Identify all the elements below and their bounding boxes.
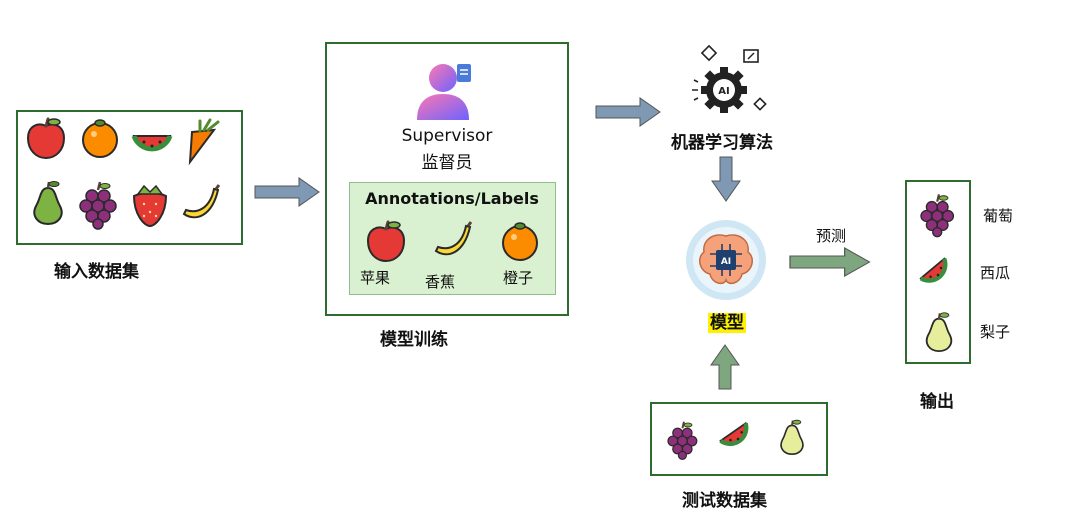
model-label: 模型 xyxy=(708,308,746,333)
annotations-title: Annotations/Labels xyxy=(365,189,539,208)
orange-icon xyxy=(502,222,538,261)
strawberry-icon xyxy=(133,185,167,227)
banana-icon xyxy=(434,220,473,256)
output-box xyxy=(905,180,971,364)
apple-icon xyxy=(366,220,406,263)
model-label-text: 模型 xyxy=(708,313,746,333)
arrow-to-output xyxy=(789,247,871,277)
supervisor-title-en: Supervisor xyxy=(401,126,493,146)
annotations-box: Annotations/Labels 苹果 香蕉 橙子 xyxy=(349,182,556,295)
annotation-label-apple: 苹果 xyxy=(360,269,391,287)
arrow-to-model xyxy=(711,156,741,202)
supervisor-title-zh: 监督员 xyxy=(421,153,473,173)
test-dataset-label: 测试数据集 xyxy=(682,491,767,511)
output-label: 输出 xyxy=(920,392,954,412)
supervisor-icon xyxy=(417,64,471,120)
ai-gear-chip: AI xyxy=(718,86,729,97)
arrow-to-algorithm xyxy=(595,97,661,127)
predict-label: 预测 xyxy=(816,227,847,245)
apple-icon xyxy=(26,117,66,160)
training-label: 模型训练 xyxy=(380,330,448,350)
watermelon-icon xyxy=(919,258,957,292)
banana-icon xyxy=(182,183,221,219)
grapes-icon xyxy=(919,193,955,238)
pear-icon xyxy=(33,180,63,226)
annotation-label-orange: 橙子 xyxy=(503,269,534,287)
arrow-from-test xyxy=(710,344,740,390)
ai-gear-icon: AI xyxy=(692,44,767,113)
grapes-icon xyxy=(78,180,118,231)
orange-icon xyxy=(82,119,118,158)
input-dataset-label: 输入数据集 xyxy=(54,262,139,282)
carrot-icon xyxy=(188,118,220,164)
watermelon-icon xyxy=(132,126,176,174)
output-label-pear: 梨子 xyxy=(980,323,1011,341)
algorithm-label: 机器学习算法 xyxy=(671,133,773,153)
test-dataset-box xyxy=(650,402,828,476)
output-label-watermelon: 西瓜 xyxy=(980,264,1011,282)
pear-icon xyxy=(925,311,953,353)
grapes-icon xyxy=(667,420,698,461)
watermelon-icon xyxy=(720,422,756,456)
model-chip: AI xyxy=(721,257,731,267)
input-dataset-box xyxy=(16,110,243,245)
arrow-to-training xyxy=(254,177,320,207)
brain-model-icon: AI xyxy=(686,220,766,300)
output-label-grapes: 葡萄 xyxy=(983,207,1014,225)
pear-icon xyxy=(780,419,804,456)
annotation-label-banana: 香蕉 xyxy=(425,273,456,291)
